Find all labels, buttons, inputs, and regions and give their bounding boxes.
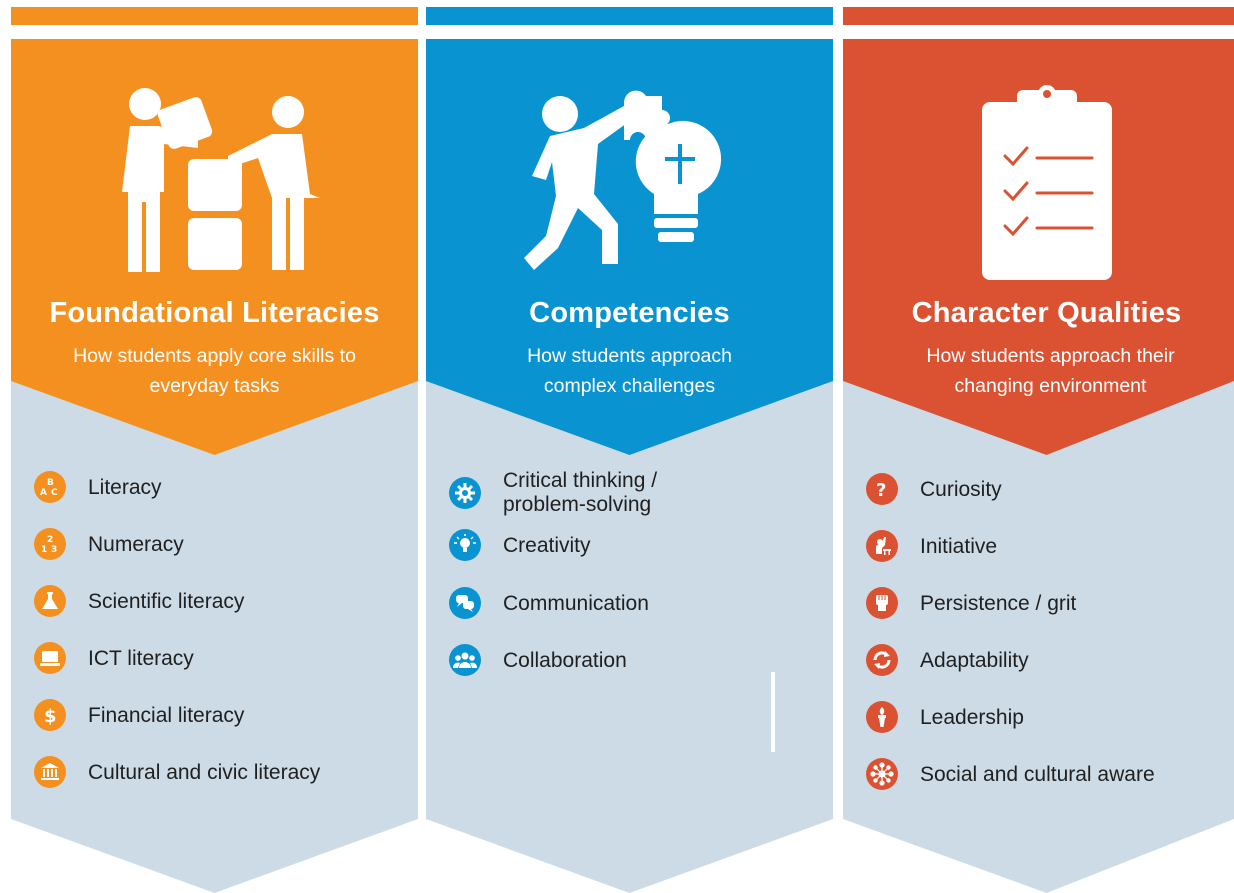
item-label: Leadership [920,705,1024,729]
list-item-initiative: Initiative [866,530,997,562]
list-item-critical-thinking: Critical thinking / problem-solving [449,469,657,517]
subtitle-line: How students approach their [926,345,1175,367]
item-label: Collaboration [503,648,627,672]
subtitle-line: everyday tasks [149,375,280,397]
item-label: Creativity [503,533,591,557]
network-icon [866,758,898,790]
list-item-social-cultural-awareness: Social and cultural aware [866,758,1155,790]
item-label: ICT literacy [88,646,194,670]
group-icon [449,644,481,676]
column-background [426,39,833,893]
list-item-persistence-grit: Persistence / grit [866,587,1076,619]
item-label: Persistence / grit [920,591,1077,615]
subtitle-line: complex challenges [543,375,716,397]
item-label: Critical thinking / problem-solving [503,469,657,517]
column-subtitle: How students apply core skills to everyd… [31,341,398,401]
dollar-icon: $ [34,699,66,731]
list-item-creativity: Creativity [449,529,591,561]
subtitle-line: How students approach [527,345,732,367]
svg-text:1: 1 [41,545,47,555]
torch-icon [866,701,898,733]
flask-icon [34,585,66,617]
item-label: Adaptability [920,648,1029,672]
list-item-ict-literacy: ICT literacy [34,642,194,674]
item-label: Initiative [920,534,998,558]
column-character-qualities: Character Qualities How students approac… [843,39,1234,893]
item-label-line: problem-solving [503,493,652,516]
column-title: Character Qualities [911,297,1182,329]
cycle-arrows-icon [866,644,898,676]
clipboard-checklist-icon [843,84,1234,284]
item-label: Numeracy [88,532,184,556]
svg-text:3: 3 [51,545,57,555]
svg-text:2: 2 [47,535,53,545]
subtitle-line: How students apply core skills to [73,345,356,367]
svg-text:$: $ [44,706,57,726]
item-label: Scientific literacy [88,589,245,613]
item-label: Literacy [88,475,162,499]
museum-icon [34,756,66,788]
list-item-leadership: Leadership [866,701,1024,733]
top-bar-orange [11,7,418,25]
column-competencies: Competencies How students approach compl… [426,39,833,893]
svg-text:?: ? [876,480,886,500]
item-label: Cultural and civic literacy [88,760,321,784]
people-stacking-blocks-icon [11,84,418,284]
list-item-collaboration: Collaboration [449,644,627,676]
top-bar-blue [426,7,833,25]
gear-icon [449,477,481,509]
text-cursor [771,672,775,752]
svg-text:B: B [47,478,54,488]
column-subtitle: How students approach complex challenges [446,341,813,401]
column-foundational-literacies: Foundational Literacies How students app… [11,39,418,893]
top-bar-red [843,7,1234,25]
question-icon: ? [866,473,898,505]
subtitle-line: changing environment [954,375,1147,397]
item-label-line: Critical thinking / [503,469,658,492]
list-item-curiosity: ? Curiosity [866,473,1002,505]
list-item-adaptability: Adaptability [866,644,1029,676]
speech-bubbles-icon [449,587,481,619]
item-label: Communication [503,591,649,615]
fist-icon [866,587,898,619]
svg-text:C: C [51,488,58,498]
list-item-financial-literacy: $ Financial literacy [34,699,244,731]
list-item-cultural-civic-literacy: Cultural and civic literacy [34,756,320,788]
list-item-scientific-literacy: Scientific literacy [34,585,244,617]
column-title: Competencies [529,297,730,329]
column-subtitle: How students approach their changing env… [863,341,1234,401]
item-label: Social and cultural aware [920,762,1155,786]
person-raising-hand-icon [866,530,898,562]
list-item-communication: Communication [449,587,649,619]
svg-text:A: A [40,488,47,498]
person-puzzle-lightbulb-icon [426,84,833,284]
lightbulb-icon [449,529,481,561]
computer-icon [34,642,66,674]
column-title: Foundational Literacies [49,297,380,329]
item-label: Financial literacy [88,703,245,727]
item-label: Curiosity [920,477,1002,501]
